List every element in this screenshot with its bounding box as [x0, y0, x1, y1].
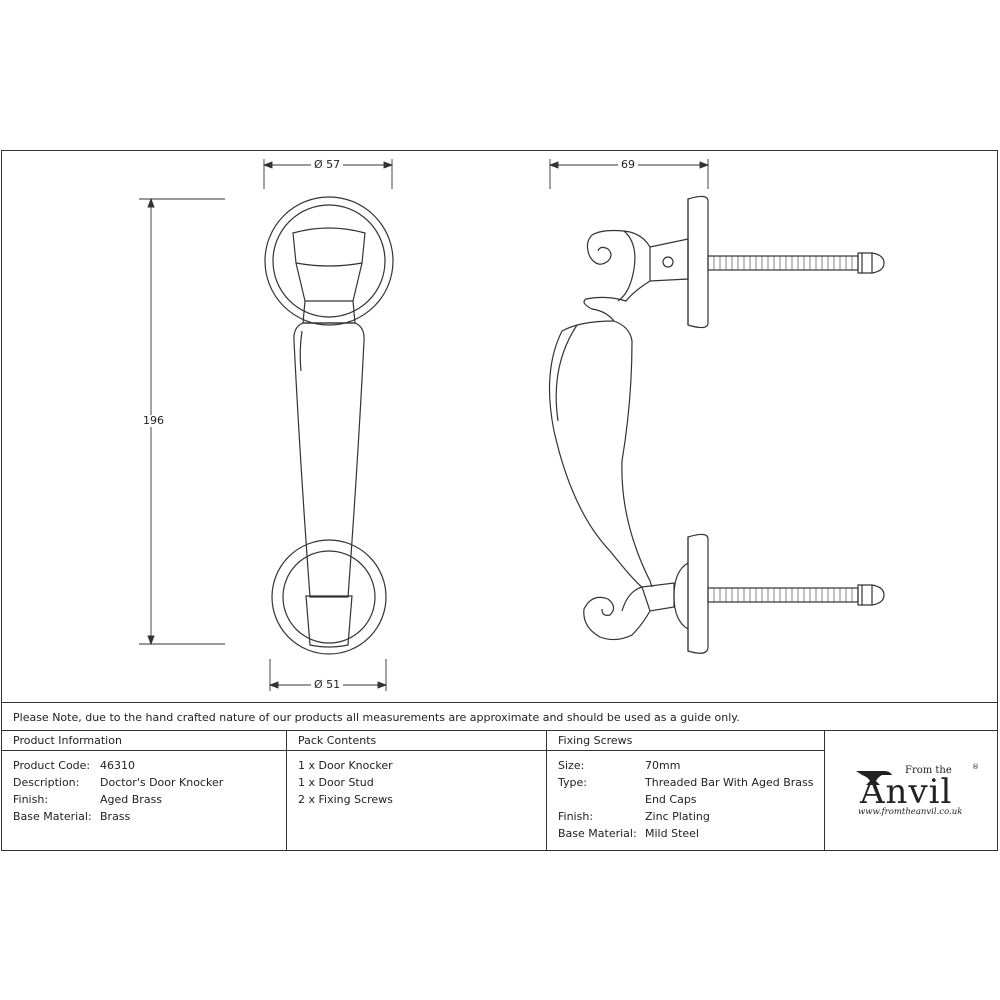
dimension-lines [139, 159, 710, 691]
knocker-front-view [264, 196, 394, 655]
dimension-bottom-diameter: Ø 51 [311, 679, 344, 691]
measurement-note: Please Note, due to the hand crafted nat… [2, 702, 997, 731]
knocker-side-view [548, 195, 885, 654]
registered-mark: ® [972, 763, 979, 771]
table-row: Finish: Aged Brass [13, 793, 163, 806]
list-item: 1 x Door Knocker [298, 759, 393, 772]
dimension-top-diameter: Ø 57 [311, 159, 344, 171]
spec-table: Product Information Product Code: 46310 … [2, 731, 997, 850]
pack-contents-column: Pack Contents 1 x Door Knocker 1 x Door … [287, 731, 547, 850]
spec-sheet: Ø 57 196 Ø 51 69 Please Note, due to the… [1, 150, 998, 851]
product-information-heading: Product Information [2, 731, 286, 751]
fixing-screws-column: Fixing Screws Size: 70mm Type: Threaded … [547, 731, 825, 850]
anvil-icon [856, 771, 892, 785]
pack-contents-heading: Pack Contents [287, 731, 546, 751]
logo-from-the: From the [905, 765, 952, 776]
list-item: 2 x Fixing Screws [298, 793, 393, 806]
dimension-height: 196 [140, 415, 167, 427]
list-item: 1 x Door Stud [298, 776, 374, 789]
table-row: Description: Doctor's Door Knocker [13, 776, 224, 789]
product-information-column: Product Information Product Code: 46310 … [2, 731, 287, 850]
dimension-projection: 69 [618, 159, 638, 171]
table-row: Type: Threaded Bar With Aged Brass [558, 776, 814, 789]
logo-url: www.fromtheanvil.co.uk [858, 807, 963, 817]
logo-brand: Anvil [860, 772, 953, 812]
table-row: Base Material: Brass [13, 810, 131, 823]
table-row: Size: 70mm [558, 759, 681, 772]
table-row: End Caps [645, 793, 697, 806]
from-the-anvil-logo: From the Anvil ® www.fromtheanvil.co.uk [824, 731, 997, 850]
fixing-screws-heading: Fixing Screws [547, 731, 824, 751]
table-row: Base Material: Mild Steel [558, 827, 699, 840]
technical-drawing [139, 159, 885, 691]
table-row: Product Code: 46310 [13, 759, 135, 772]
table-row: Finish: Zinc Plating [558, 810, 710, 823]
